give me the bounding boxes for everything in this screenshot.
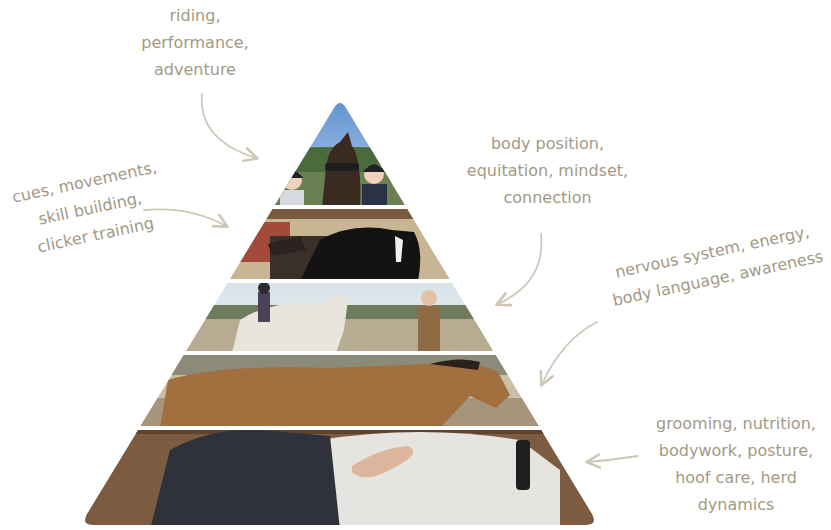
annotation-text: nervous system, energy, body language, a… <box>603 216 827 314</box>
annotation-text: riding, performance, adventure <box>130 2 260 83</box>
leader-arrow <box>202 94 256 158</box>
annotation-text: grooming, nutrition, bodywork, posture, … <box>648 410 824 518</box>
leader-arrow <box>588 456 638 462</box>
leader-arrow <box>144 209 226 226</box>
leader-arrow <box>498 234 541 304</box>
annotation-text: cues, movements, skill building, clicker… <box>3 152 176 264</box>
annotation-text: body position, equitation, mindset, conn… <box>460 130 635 211</box>
leader-arrow <box>542 322 597 384</box>
